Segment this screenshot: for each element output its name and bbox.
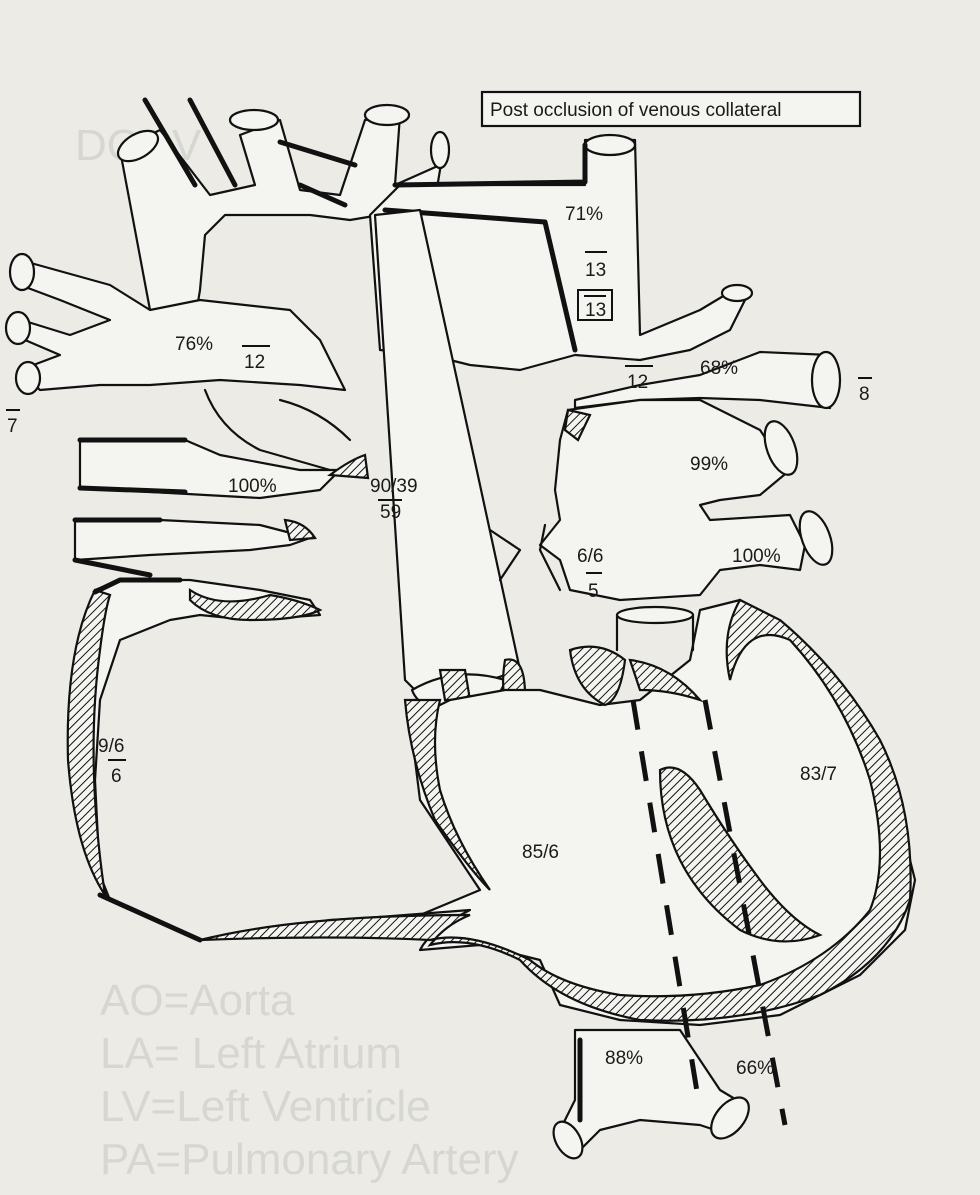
ghost-text-lv: LV=Left Ventricle: [100, 1082, 431, 1131]
label-ra-mean: 6: [111, 766, 122, 787]
label-p12-right: 12: [627, 372, 648, 393]
label-rv-pressure: 85/6: [522, 842, 559, 863]
left-atrium: [538, 398, 834, 602]
label-ra-pressure: 9/6: [98, 736, 124, 757]
label-sat-99: 99%: [690, 454, 728, 475]
label-sat-100-right: 100%: [732, 546, 781, 567]
label-p8: 8: [859, 384, 870, 405]
label-p12-left: 12: [244, 352, 265, 373]
right-atrium: [66, 577, 323, 943]
label-ao-mean: 59: [380, 502, 401, 523]
label-ao-pressure: 90/39: [370, 476, 418, 497]
label-sat-100-left: 100%: [228, 476, 277, 497]
left-pulmonary-artery: [573, 350, 842, 410]
pressure-saturation-labels: 71% 13 13 76% 12 12 68% 8 7 99% 100% 100…: [6, 204, 872, 1079]
label-la-mean: 5: [588, 581, 599, 602]
label-p13a: 13: [585, 260, 606, 281]
title-box: Post occlusion of venous collateral: [480, 90, 862, 128]
label-sat-68: 68%: [700, 358, 738, 379]
ghost-text-la: LA= Left Atrium: [100, 1029, 402, 1078]
label-la-pressure: 6/6: [577, 546, 603, 567]
pulmonary-stump: [615, 605, 695, 652]
ghost-text-ao: AO=Aorta: [100, 976, 295, 1025]
label-p13b: 13: [585, 300, 606, 321]
label-p7: 7: [7, 416, 18, 437]
label-lv-pressure: 83/7: [800, 764, 837, 785]
diagram-title: Post occlusion of venous collateral: [490, 100, 782, 121]
right-pulmonary-veins: [72, 437, 370, 578]
label-sat-71: 71%: [565, 204, 603, 225]
label-sat-88: 88%: [605, 1048, 643, 1069]
ghost-text-pa: PA=Pulmonary Artery: [100, 1135, 519, 1184]
inferior-vena-cava: [552, 1028, 750, 1160]
dashed-collateral: [630, 699, 788, 1126]
head-neck-vessels: [116, 97, 451, 327]
right-pulmonary-artery: [4, 252, 352, 472]
label-sat-76: 76%: [175, 334, 213, 355]
ventricles: [198, 598, 917, 1027]
label-sat-66: 66%: [736, 1058, 774, 1079]
background-text: DORV AO=Aorta LA= Left Atrium LV=Left Ve…: [75, 121, 519, 1184]
